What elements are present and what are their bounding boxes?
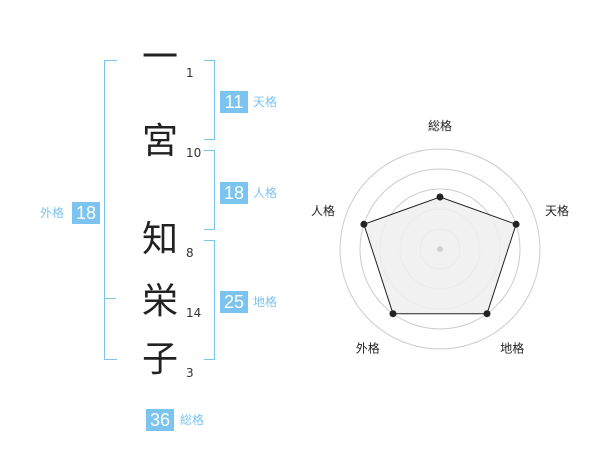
jinkaku-value-badge: 18 [220, 182, 248, 204]
radar-point-4 [389, 310, 397, 318]
radar-point-5 [360, 220, 368, 228]
radar-axis-label-2: 天格 [545, 203, 569, 218]
stroke-count-3: 8 [186, 246, 194, 260]
soukaku-label: 総格 [180, 413, 205, 427]
name-char-5: 子 [141, 339, 178, 380]
radar-point-3 [483, 310, 491, 318]
name-char-1: 一 [141, 37, 178, 78]
jinkaku-label: 人格 [253, 186, 278, 200]
name-char-4: 栄 [141, 281, 178, 322]
stroke-count-4: 14 [186, 306, 202, 320]
gaikaku-label: 外格 [40, 206, 65, 220]
tenkaku-value-badge: 11 [220, 91, 248, 113]
chikaku-label: 地格 [253, 295, 278, 309]
stroke-count-5: 3 [186, 366, 194, 380]
radar-point-1 [436, 193, 444, 201]
radar-axis-label-5: 人格 [311, 203, 335, 218]
chikaku-bracket [204, 240, 215, 360]
radar-grid-ring-2 [359, 168, 521, 330]
radar-center-dot [437, 246, 443, 252]
name-char-3: 知 [141, 219, 178, 260]
chikaku-value-badge: 25 [220, 291, 248, 313]
gaikaku-bracket [104, 60, 117, 360]
tenkaku-label: 天格 [253, 95, 278, 109]
name-char-2: 宮 [141, 121, 178, 162]
stroke-count-2: 10 [186, 146, 202, 160]
radar-axis-label-3: 地格 [500, 341, 524, 356]
soukaku-value-badge: 36 [146, 409, 174, 431]
jinkaku-bracket [204, 150, 215, 230]
tenkaku-bracket [204, 60, 215, 140]
radar-grid-ring-1 [339, 148, 541, 350]
gaikaku-bracket-divider [104, 298, 116, 299]
radar-axis-label-1: 総格 [428, 118, 452, 133]
radar-axis-label-4: 外格 [356, 341, 380, 356]
radar-value-polygon [363, 196, 517, 315]
radar-point-2 [512, 220, 520, 228]
gaikaku-value-badge: 18 [72, 202, 100, 224]
stroke-count-1: 1 [186, 66, 194, 80]
